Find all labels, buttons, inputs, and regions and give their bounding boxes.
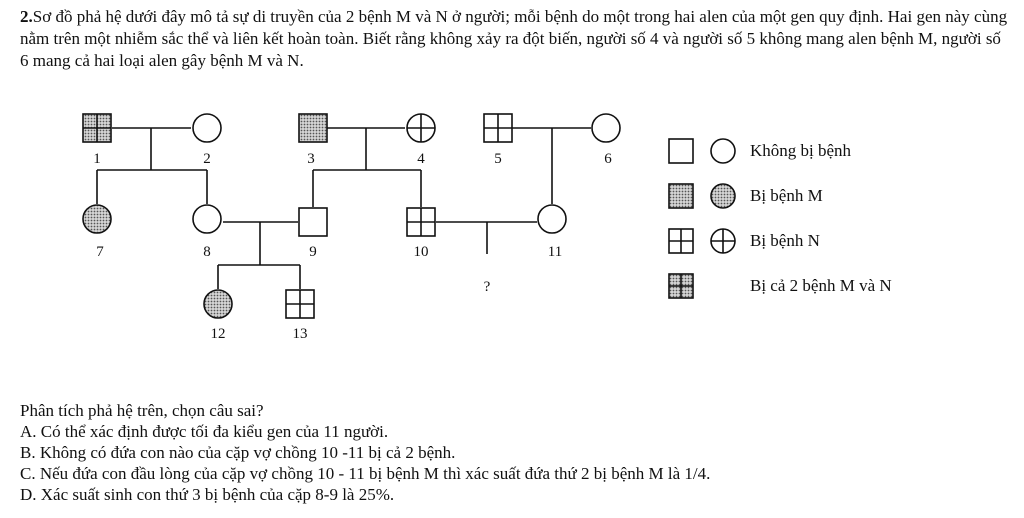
individual-label-4: 4 <box>417 151 425 167</box>
legend-m-female-symbol <box>710 183 736 209</box>
legend-n-male-symbol <box>668 228 694 254</box>
individual-8 <box>192 204 222 234</box>
analysis-prompt: Phân tích phả hệ trên, chọn câu sai? <box>20 401 264 420</box>
individual-label-11: 11 <box>548 244 562 260</box>
individual-label-6: 6 <box>604 151 612 167</box>
individual-1 <box>82 113 112 143</box>
individual-9 <box>298 207 328 237</box>
unknown-child-label: ? <box>484 279 491 295</box>
legend-n-female-symbol <box>710 228 736 254</box>
option-d: D. Xác suất sinh con thứ 3 bị bệnh của c… <box>20 485 395 504</box>
legend: Không bị bệnh Bị bệnh M Bị bệnh N Bị cả … <box>666 136 1006 336</box>
question-text: 2.Sơ đồ phả hệ dưới đây mô tả sự di truy… <box>20 6 1010 72</box>
individual-4 <box>406 113 436 143</box>
legend-normal-male-symbol <box>668 138 694 164</box>
legend-symbols-both <box>668 273 694 299</box>
individual-7 <box>82 204 112 234</box>
legend-symbols-n <box>668 228 736 254</box>
legend-label-normal: Không bị bệnh <box>750 141 852 160</box>
legend-symbols-m <box>668 183 736 209</box>
individual-10 <box>406 207 436 237</box>
question-number: 2. <box>20 7 33 26</box>
individual-3 <box>298 113 328 143</box>
individual-label-10: 10 <box>414 244 429 260</box>
legend-label-both: Bị cả 2 bệnh M và N <box>750 276 892 295</box>
individual-label-7: 7 <box>96 244 104 260</box>
individual-label-3: 3 <box>307 151 315 167</box>
legend-both-male-symbol <box>668 273 694 299</box>
legend-m-male-symbol <box>668 183 694 209</box>
individual-12 <box>203 289 233 319</box>
pedigree-individuals <box>82 113 621 319</box>
individual-2 <box>192 113 222 143</box>
legend-row-normal: Không bị bệnh <box>666 136 851 166</box>
legend-label-n: Bị bệnh N <box>750 231 820 250</box>
option-a: A. Có thể xác định được tối đa kiểu gen … <box>20 422 389 441</box>
individual-6 <box>591 113 621 143</box>
legend-normal-female-symbol <box>710 138 736 164</box>
legend-label-m: Bị bệnh M <box>750 186 823 205</box>
individual-5 <box>483 113 513 143</box>
legend-row-both: Bị cả 2 bệnh M và N <box>666 271 892 301</box>
individual-label-5: 5 <box>494 151 502 167</box>
individual-label-2: 2 <box>203 151 211 167</box>
individual-label-13: 13 <box>293 326 308 342</box>
individual-11 <box>537 204 567 234</box>
question-body: Sơ đồ phả hệ dưới đây mô tả sự di truyền… <box>20 7 1008 70</box>
legend-row-m: Bị bệnh M <box>666 181 823 211</box>
individual-label-9: 9 <box>309 244 317 260</box>
individual-label-12: 12 <box>211 326 226 342</box>
legend-row-n: Bị bệnh N <box>666 226 820 256</box>
pedigree-lines <box>96 127 591 289</box>
individual-label-8: 8 <box>203 244 211 260</box>
option-c: C. Nếu đứa con đầu lòng của cặp vợ chồng… <box>20 464 711 483</box>
legend-symbols-normal <box>668 138 736 164</box>
option-b: B. Không có đứa con nào của cặp vợ chồng… <box>20 443 456 462</box>
individual-label-1: 1 <box>93 151 101 167</box>
individual-13 <box>285 289 315 319</box>
analysis-section: Phân tích phả hệ trên, chọn câu sai? A. … <box>20 400 1010 505</box>
